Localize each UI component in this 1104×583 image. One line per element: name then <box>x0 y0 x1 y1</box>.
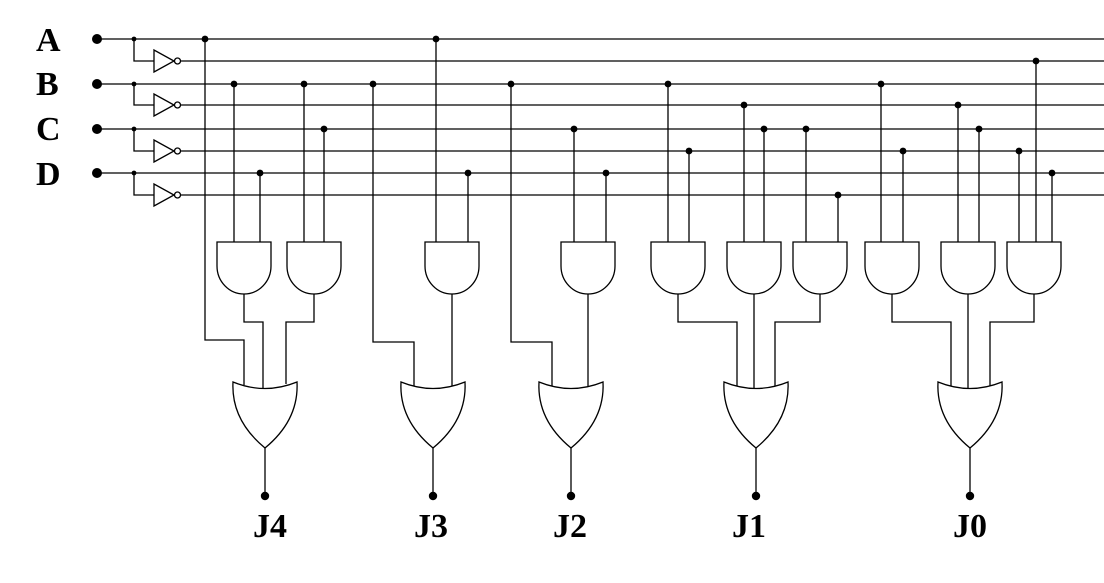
or-gate-j2 <box>538 381 604 449</box>
wire-5 <box>133 84 154 106</box>
or-gate-j1 <box>723 381 789 449</box>
tap-dot-b <box>369 80 377 88</box>
input-label-d: D <box>36 156 61 193</box>
tap-dot-b <box>300 80 308 88</box>
output-label-j2: J2 <box>553 508 587 545</box>
wire-8 <box>133 129 154 152</box>
wire-34 <box>204 39 245 385</box>
tap-dot-db <box>834 191 842 199</box>
not-gate-b <box>153 92 176 118</box>
and-gate-g10 <box>1006 241 1062 295</box>
input-label-a: A <box>36 22 61 59</box>
input-terminal-a <box>92 34 102 44</box>
and-gate-g5 <box>650 241 706 295</box>
tap-dot-b <box>664 80 672 88</box>
not-gate-a <box>153 48 176 74</box>
wire-46 <box>989 294 1035 386</box>
input-branch-dot-b <box>131 81 137 87</box>
tap-dot-c <box>320 125 328 133</box>
or-gate-j0 <box>937 381 1003 449</box>
input-label-c: C <box>36 111 61 148</box>
output-terminal-j3 <box>428 491 438 501</box>
not-gate-a-bubble <box>173 57 182 65</box>
tap-dot-c <box>975 125 983 133</box>
and-gate-g1 <box>216 241 272 295</box>
wires <box>97 38 1104 496</box>
wire-36 <box>285 294 315 384</box>
or-gate-j3 <box>400 381 466 449</box>
tap-dot-cb <box>685 147 693 155</box>
tap-dot-cb <box>1015 147 1023 155</box>
and-gate-g4 <box>560 241 616 295</box>
tap-dot-bb <box>954 101 962 109</box>
input-branch-dot-c <box>131 126 137 132</box>
and-gate-g8 <box>864 241 920 295</box>
tap-dot-b <box>507 80 515 88</box>
input-terminal-d <box>92 168 102 178</box>
tap-dot-b <box>877 80 885 88</box>
input-label-b: B <box>36 66 59 103</box>
tap-dot-d <box>464 169 472 177</box>
and-gate-g3 <box>424 241 480 295</box>
and-gate-g6 <box>726 241 782 295</box>
input-branch-dot-d <box>131 170 137 176</box>
not-gate-b-bubble <box>173 101 182 109</box>
output-terminal-j2 <box>566 491 576 501</box>
output-label-j3: J3 <box>414 508 448 545</box>
output-label-j1: J1 <box>732 508 766 545</box>
output-label-j0: J0 <box>953 508 987 545</box>
or-gate-j4 <box>232 381 298 449</box>
wire-11 <box>133 173 154 196</box>
not-gate-c-bubble <box>173 147 182 155</box>
tap-dot-bb <box>740 101 748 109</box>
output-terminal-j1 <box>751 491 761 501</box>
wire-35 <box>243 294 264 388</box>
not-gate-d-bubble <box>173 191 182 199</box>
tap-dot-c <box>802 125 810 133</box>
gates <box>153 48 1062 449</box>
output-terminal-j0 <box>965 491 975 501</box>
input-branch-dot-a <box>131 36 137 42</box>
tap-dot-cb <box>899 147 907 155</box>
tap-dot-d <box>256 169 264 177</box>
and-gate-g2 <box>286 241 342 295</box>
tap-dot-c <box>570 125 578 133</box>
tap-dot-c <box>760 125 768 133</box>
tap-dot-a <box>432 35 440 43</box>
and-gate-g9 <box>940 241 996 295</box>
tap-dot-a <box>201 35 209 43</box>
tap-dot-d <box>602 169 610 177</box>
tap-dot-ab <box>1032 57 1040 65</box>
and-gate-g7 <box>792 241 848 295</box>
wire-37 <box>372 84 415 386</box>
wire-41 <box>677 294 738 386</box>
wire-43 <box>774 294 821 386</box>
tap-dot-d <box>1048 169 1056 177</box>
wire-39 <box>510 84 553 386</box>
output-label-j4: J4 <box>253 508 287 545</box>
wire-44 <box>891 294 952 386</box>
input-terminal-b <box>92 79 102 89</box>
not-gate-d <box>153 182 176 208</box>
output-terminal-j4 <box>260 491 270 501</box>
not-gate-c <box>153 138 176 164</box>
input-terminal-c <box>92 124 102 134</box>
tap-dot-b <box>230 80 238 88</box>
wire-2 <box>133 39 154 62</box>
junction-dots <box>92 34 1056 501</box>
